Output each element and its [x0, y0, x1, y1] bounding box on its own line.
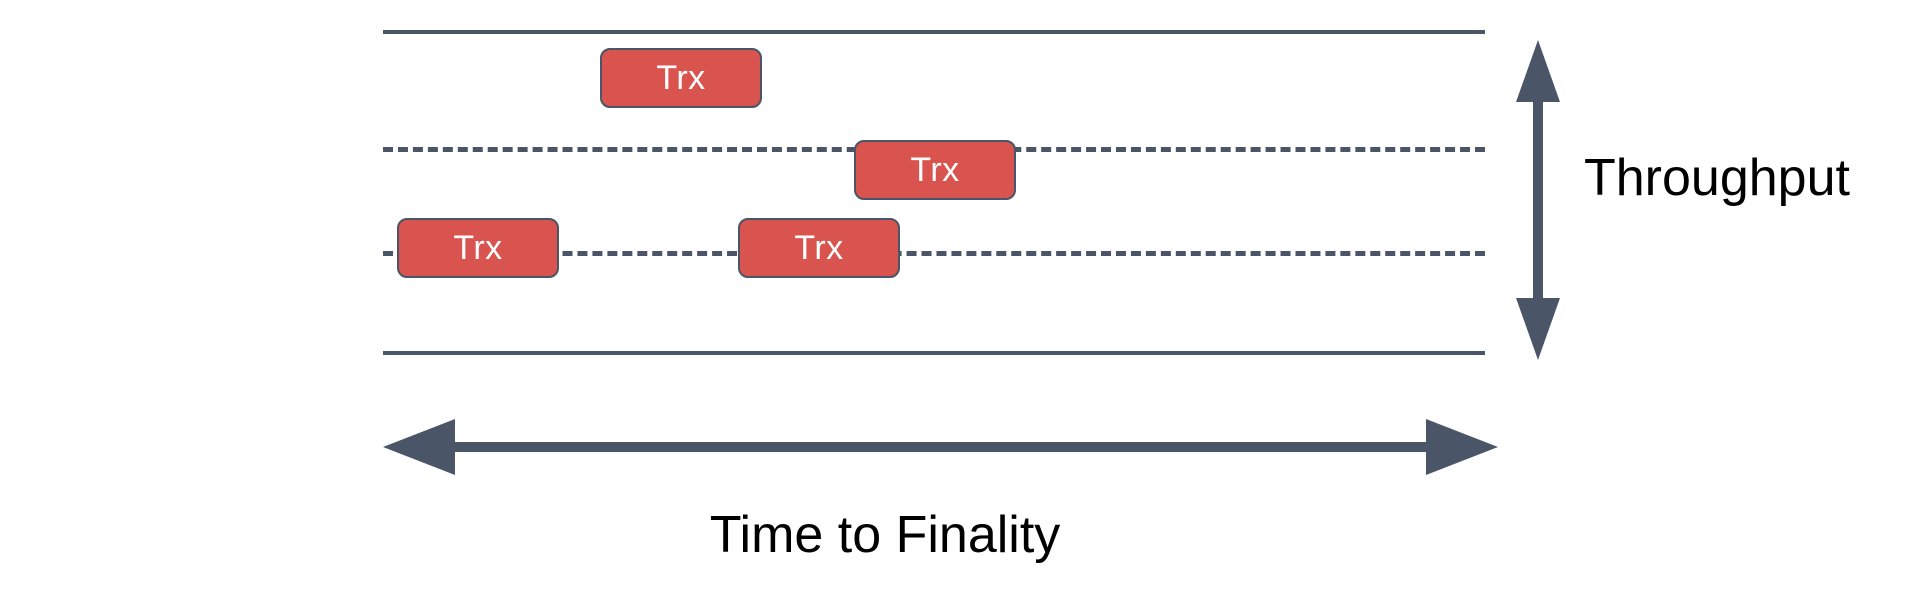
lane-boundary-top-line: [383, 30, 1485, 34]
transaction-box[interactable]: Trx: [600, 48, 762, 108]
throughput-axis-arrow: [1512, 40, 1564, 360]
lane-boundary-bottom-line: [383, 351, 1485, 355]
throughput-axis-label: Throughput: [1584, 149, 1850, 207]
time-to-finality-axis-label-wrap: Time to Finality: [0, 505, 1880, 565]
time-to-finality-axis-arrow: [383, 415, 1498, 479]
transaction-box[interactable]: Trx: [397, 218, 559, 278]
double-headed-vertical-arrow-icon: [1516, 40, 1560, 360]
lane-divider-lower-line: [383, 251, 1485, 256]
double-headed-horizontal-arrow-icon: [383, 419, 1498, 475]
transaction-box[interactable]: Trx: [738, 218, 900, 278]
transaction-box[interactable]: Trx: [854, 140, 1016, 200]
time-to-finality-axis-label: Time to Finality: [709, 506, 1061, 564]
